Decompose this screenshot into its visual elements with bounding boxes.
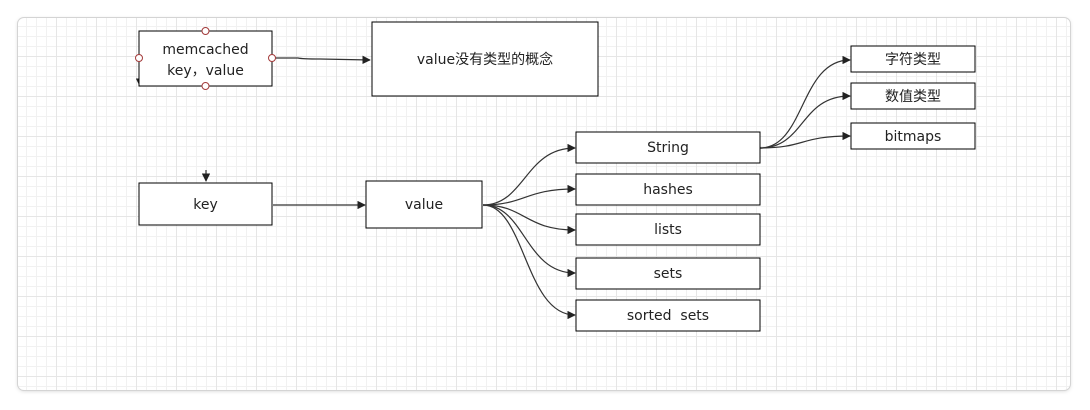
- char-type-label: 字符类型: [885, 52, 941, 68]
- edge-value-to-sorted-sets[interactable]: [482, 204, 576, 320]
- node-num-type[interactable]: 数值类型: [850, 82, 976, 110]
- edge-value-to-lists[interactable]: [482, 204, 576, 235]
- connection-handle-bottom[interactable]: [201, 82, 210, 90]
- edge-value-to-hashes[interactable]: [482, 184, 576, 206]
- connection-handle-top[interactable]: [201, 27, 210, 35]
- lists-label: lists: [654, 222, 682, 238]
- num-type-label: 数值类型: [885, 89, 941, 105]
- key-label: key: [193, 197, 218, 213]
- bitmaps-label: bitmaps: [885, 129, 942, 145]
- memcached-label-line1: memcached: [162, 42, 248, 58]
- edge-value-to-sets[interactable]: [482, 204, 576, 278]
- sets-label: sets: [654, 266, 683, 282]
- edge-string-to-bitmaps[interactable]: [759, 131, 851, 149]
- node-value[interactable]: value: [365, 180, 483, 229]
- edge-string-to-num-type[interactable]: [759, 91, 851, 149]
- node-lists[interactable]: lists: [575, 213, 761, 246]
- node-memcached[interactable]: memcached key，value: [135, 27, 276, 90]
- hashes-label: hashes: [643, 182, 693, 198]
- edge-string-to-char-type[interactable]: [759, 55, 851, 149]
- edge-memcached-to-value-no-type[interactable]: [272, 55, 371, 65]
- sorted-sets-label: sorted sets: [627, 308, 709, 324]
- node-string[interactable]: String: [575, 131, 761, 164]
- node-sorted-sets[interactable]: sorted sets: [575, 299, 761, 332]
- node-char-type[interactable]: 字符类型: [850, 45, 976, 73]
- edges: [135, 55, 851, 320]
- node-key[interactable]: key: [138, 182, 273, 226]
- connection-handle-right[interactable]: [268, 54, 276, 62]
- memcached-label-line2: key，value: [167, 63, 244, 79]
- node-value-no-type[interactable]: value没有类型的概念: [371, 21, 599, 97]
- node-hashes[interactable]: hashes: [575, 173, 761, 206]
- connection-handle-left[interactable]: [135, 54, 143, 62]
- node-sets[interactable]: sets: [575, 257, 761, 290]
- value-no-type-label: value没有类型的概念: [417, 51, 553, 68]
- edge-value-to-string[interactable]: [482, 143, 576, 206]
- string-label: String: [647, 140, 689, 156]
- node-bitmaps[interactable]: bitmaps: [850, 122, 976, 150]
- value-label: value: [405, 197, 443, 213]
